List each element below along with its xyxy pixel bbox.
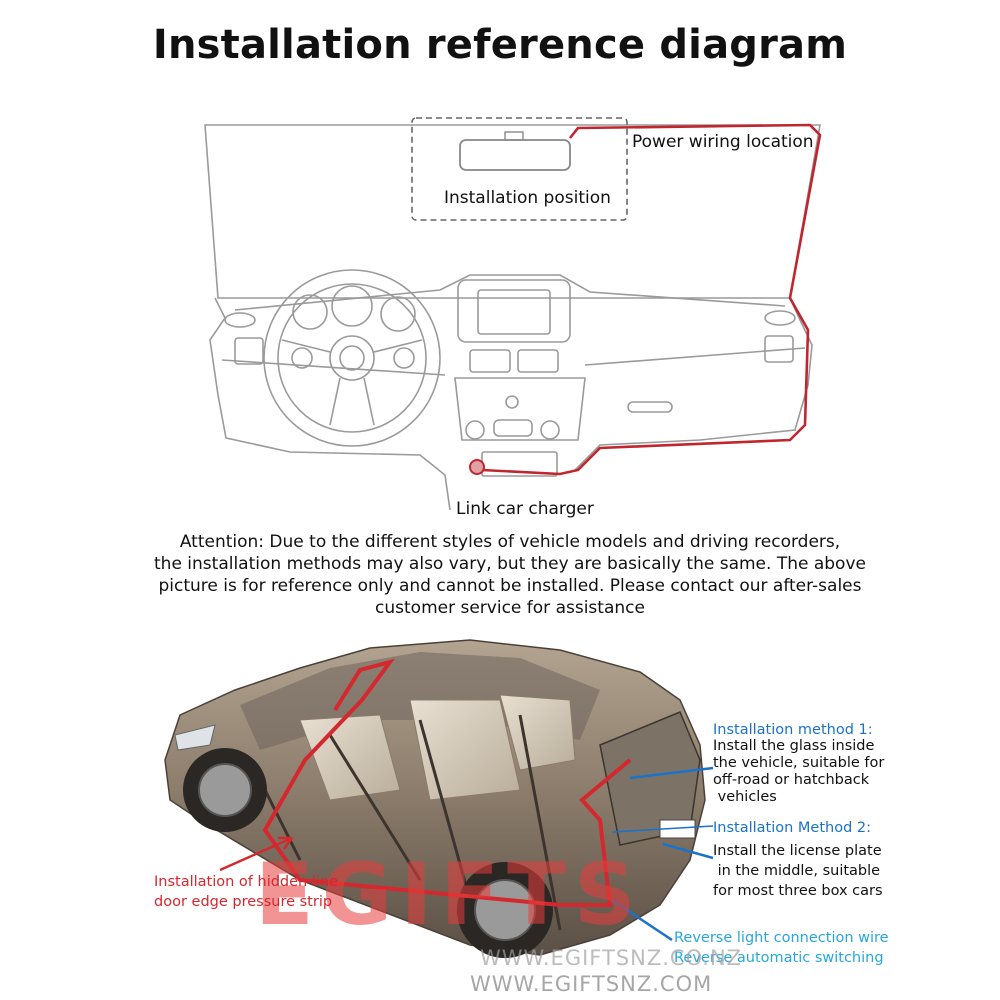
method1-callout: Installation method 1: Install the glass… (713, 722, 884, 806)
hidden-line-pointer (219, 836, 293, 872)
hidden-line-callout: Installation of hidden line door edge pr… (154, 872, 338, 912)
watermark-brand: EGIFTS (255, 845, 644, 945)
hidden-wire-route (262, 658, 632, 907)
method1-line: Install the glass inside (713, 738, 875, 754)
method2-pointer (662, 842, 714, 860)
attention-note: Attention: Due to the different styles o… (150, 531, 870, 619)
installation-area-dashed (411, 117, 628, 221)
attention-line: picture is for reference only and cannot… (158, 576, 862, 596)
dash-right-outline (574, 297, 813, 471)
power-wiring-label: Power wiring location (632, 132, 814, 152)
method1-pointer (629, 766, 714, 780)
attention-line: Attention: Due to the different styles o… (179, 532, 841, 552)
attention-line: customer service for assistance (375, 598, 645, 618)
watermark-url: WWW.EGIFTSNZ.COM (470, 972, 713, 996)
method2-heading: Installation Method 2: (713, 820, 872, 836)
hidden-line-label: door edge pressure strip (154, 894, 333, 910)
method2-line: in the middle, suitable (713, 863, 881, 879)
method2-line: Install the license plate (713, 843, 882, 859)
watermark-url: WWW.EGIFTSNZ.CO.NZ (480, 946, 743, 970)
method2-line: for most three box cars (713, 883, 883, 899)
attention-line: the installation methods may also vary, … (154, 554, 866, 574)
method1-line: vehicles (713, 789, 777, 805)
reverse-pointer (611, 898, 673, 942)
reverse-callout: Reverse light connection wire Reverse au… (674, 928, 889, 968)
reverse-label: Reverse light connection wire (674, 930, 889, 946)
method1-heading: Installation method 1: (713, 722, 873, 738)
method1-line: the vehicle, suitable for (713, 755, 885, 771)
method2-callout: Installation Method 2: Install the licen… (713, 820, 883, 901)
dash-left-outline (209, 297, 451, 511)
power-wire (481, 123, 822, 476)
car-charger-socket (469, 459, 485, 475)
hidden-line-label: Installation of hidden line (154, 874, 339, 890)
page-title: Installation reference diagram (152, 22, 848, 68)
method1-line: off-road or hatchback (713, 772, 870, 788)
reverse-label: Reverse automatic switching (674, 950, 884, 966)
link-car-charger-label: Link car charger (456, 499, 594, 519)
installation-position-label: Installation position (444, 188, 611, 208)
